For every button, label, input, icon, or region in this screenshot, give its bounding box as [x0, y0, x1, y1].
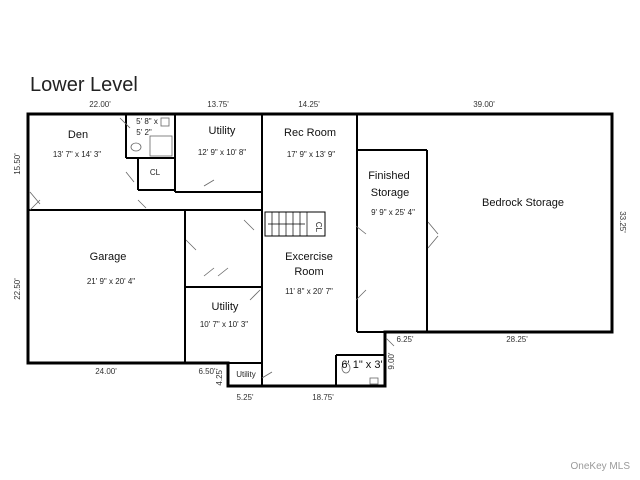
dim-utility-side: 4.25': [215, 368, 224, 386]
garage-size: 21' 9" x 20' 4": [87, 277, 135, 286]
dim-left-den: 15.50': [13, 153, 22, 175]
bedrock-storage-label: Bedrock Storage: [482, 197, 564, 209]
finished-storage-label-line2: Storage: [371, 187, 410, 199]
exercise-room-label-line1: Excercise: [285, 251, 333, 263]
utility-3-label: Utility: [236, 370, 256, 379]
utility-label: Utility: [209, 125, 236, 137]
den-size: 13' 7" x 14' 3": [53, 150, 101, 159]
sink-icon: [369, 377, 379, 385]
rec-room-size: 17' 9" x 13' 9": [287, 150, 335, 159]
dim-inner-storage-bottom: 28.25': [506, 335, 528, 344]
dim-bottom-garage: 24.00': [95, 367, 117, 376]
small-bath-dims-line2: 5' 2": [136, 128, 152, 137]
toilet-icon: [130, 142, 142, 152]
closet-label: CL: [150, 168, 161, 177]
dim-bottom-exercise: 18.75': [312, 393, 334, 402]
sink-icon: [160, 117, 170, 127]
dim-bottom-utility: 6.50': [198, 367, 216, 376]
watermark: OneKey MLS: [570, 461, 630, 472]
finished-storage-size: 9' 9" x 25' 4": [371, 208, 415, 217]
shower-icon: [149, 135, 173, 157]
dim-inner-step: 6.25': [396, 335, 414, 344]
dim-right-storage: 33.25': [618, 211, 627, 233]
dim-top-utility: 13.75': [207, 100, 229, 109]
dim-inner-bath-side: 9.00': [387, 352, 396, 370]
den-label: Den: [68, 129, 88, 141]
utility-2-size: 10' 7" x 10' 3": [200, 320, 248, 329]
dim-top-den: 22.00': [89, 100, 111, 109]
rec-room-label: Rec Room: [284, 127, 336, 139]
dim-top-rec: 14.25': [298, 100, 320, 109]
utility-2-label: Utility: [212, 301, 239, 313]
page-title: Lower Level: [30, 74, 138, 96]
dim-bottom-utility-small: 5.25': [236, 393, 254, 402]
toilet-icon: [341, 362, 351, 374]
half-bath-size: 6' 1" x 3': [341, 359, 382, 371]
exercise-room-size: 11' 8" x 20' 7": [285, 287, 333, 296]
doors: [29, 117, 439, 379]
stair-closet-label: CL: [314, 222, 323, 233]
exercise-room-label-line2: Room: [294, 266, 323, 278]
utility-size: 12' 9" x 10' 8": [198, 148, 246, 157]
small-bath-dims-line1: 5' 8" x: [136, 117, 158, 126]
dim-top-storage: 39.00': [473, 100, 495, 109]
finished-storage-label-line1: Finished: [368, 170, 410, 182]
staircase: [264, 211, 326, 237]
interior-walls: [28, 114, 428, 386]
garage-label: Garage: [90, 251, 127, 263]
dim-left-garage: 22.50': [13, 278, 22, 300]
